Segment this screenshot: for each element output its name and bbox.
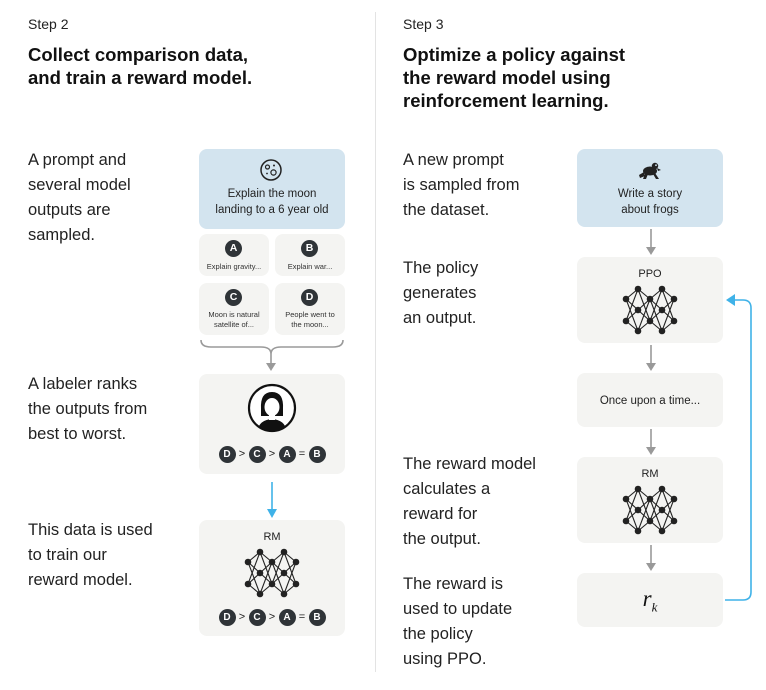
person-avatar-icon: [247, 383, 297, 433]
reward-card: rk: [577, 573, 723, 627]
column-divider: [375, 12, 376, 672]
output-text: Once upon a time...: [599, 395, 701, 407]
step2-rm-card: RM D> C> A= B: [199, 520, 345, 636]
neural-network-icon: [622, 285, 678, 335]
step2-label: Step 2: [28, 16, 69, 32]
output-badge-b: B: [301, 240, 318, 257]
moon-icon: [260, 159, 282, 181]
arrow-ppo-to-output: [646, 345, 656, 371]
output-card-b: B Explain war...: [275, 234, 345, 276]
neural-network-icon: [244, 548, 300, 598]
output-badge-a: A: [225, 240, 242, 257]
labeler-ranking: D> C> A= B: [199, 445, 345, 463]
output-badge-c: C: [225, 289, 242, 306]
output-card: Once upon a time...: [577, 373, 723, 427]
arrow-output-to-rm: [646, 429, 656, 455]
step2-rm-label: RM: [263, 531, 281, 543]
merge-brace: [200, 339, 344, 371]
step3-rm-card: RM: [577, 457, 723, 543]
ppo-card: PPO: [577, 257, 723, 343]
neural-network-icon: [622, 485, 678, 535]
feedback-loop-arrow: [725, 294, 752, 601]
step3-rm-label: RM: [641, 468, 659, 480]
arrow-rm-to-reward: [646, 545, 656, 571]
reward-symbol: rk: [642, 586, 658, 615]
output-badge-d: D: [301, 289, 318, 306]
step3-label: Step 3: [403, 16, 444, 32]
labeler-card: D> C> A= B: [199, 374, 345, 474]
arrow-prompt-to-ppo: [646, 229, 656, 255]
ppo-label: PPO: [638, 268, 662, 280]
frog-icon: [639, 162, 661, 179]
train-arrow: [267, 482, 277, 518]
rm-ranking: D> C> A= B: [199, 608, 345, 626]
output-card-a: A Explain gravity...: [199, 234, 269, 276]
step2-heading: Collect comparison data, and train a rew…: [28, 44, 253, 88]
